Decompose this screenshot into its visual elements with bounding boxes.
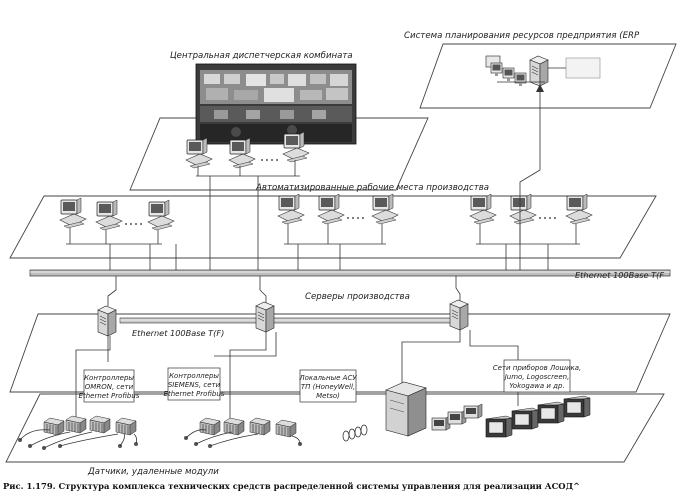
box-text: Контроллеры xyxy=(169,372,219,380)
erp-plane xyxy=(419,43,677,109)
control-room-photo xyxy=(195,63,357,145)
controller-module xyxy=(275,419,297,438)
controller-module xyxy=(43,417,65,436)
workstation-pc xyxy=(277,193,305,225)
erp-peripheral xyxy=(565,57,601,79)
erp-monitor xyxy=(490,62,503,77)
box-text: Контроллеры xyxy=(84,374,134,382)
controller-module xyxy=(249,417,271,436)
controller-module xyxy=(115,417,137,436)
servers-label: Серверы производства xyxy=(305,292,410,302)
box-text: Metso) xyxy=(316,392,340,400)
workstation-pc xyxy=(147,199,175,231)
box-text: Yokogawa и др. xyxy=(509,382,564,390)
field-instrument xyxy=(447,409,467,425)
box-text: Ethernet Profibus xyxy=(79,392,140,400)
local-acs-box: Локальные АСУ ТП (HoneyWell, Metso) xyxy=(298,369,357,403)
erp-monitor xyxy=(514,72,527,87)
server-plane xyxy=(9,299,671,420)
devices-box: Сети приборов Лошика, Jumo, Logoscreen, … xyxy=(493,359,582,393)
erp-server xyxy=(529,55,549,87)
recorder xyxy=(563,395,591,418)
ethernet-local-bus xyxy=(119,317,461,324)
workstation-pc xyxy=(509,193,537,225)
recorder xyxy=(485,415,513,438)
workstation-pc xyxy=(371,193,399,225)
box-text: Сети приборов Лошика, xyxy=(493,364,582,372)
ethernet-main-label: Ethernet 100Base T(F xyxy=(575,270,664,280)
box-text: Jumo, Logoscreen, xyxy=(503,373,570,381)
siemens-box: Контроллеры SIEMENS, сети Ethernet Profi… xyxy=(164,367,225,401)
controller-module xyxy=(199,417,221,436)
workstation-pc xyxy=(59,197,87,229)
workstation-pc xyxy=(565,193,593,225)
local-acs-cabinet xyxy=(385,381,427,437)
production-server xyxy=(449,299,469,331)
controller-module xyxy=(223,417,245,436)
controller-module xyxy=(65,415,87,434)
dispatch-label: Центральная диспетчерская комбината xyxy=(170,51,353,61)
box-text: SIEMENS, сети xyxy=(168,381,221,389)
field-plane xyxy=(5,381,665,463)
workstations-label: Автоматизированные рабочие места произво… xyxy=(255,183,489,193)
production-server xyxy=(255,301,275,333)
sensors-label: Датчики, удаленные модули xyxy=(87,467,219,477)
box-text: ТП (HoneyWell, xyxy=(301,383,355,391)
recorder xyxy=(537,401,565,424)
box-text: Локальные АСУ xyxy=(298,374,357,382)
production-server xyxy=(97,305,117,337)
server-drops xyxy=(107,276,461,306)
dispatch-plane xyxy=(129,63,429,191)
workstation-pc xyxy=(317,193,345,225)
workstation-plane xyxy=(9,193,657,259)
workstation-pc xyxy=(95,199,123,231)
interconnect-wiring xyxy=(109,84,549,272)
omron-box: Контроллеры OMRON, сети Ethernet Profibu… xyxy=(79,369,140,403)
recorder xyxy=(511,407,539,430)
field-instrument xyxy=(431,415,451,431)
controller-module xyxy=(89,415,111,434)
box-text: OMRON, сети xyxy=(85,383,134,391)
ethernet-local-label: Ethernet 100Base T(F) xyxy=(132,328,224,338)
cable-coil xyxy=(342,424,368,442)
erp-label: Система планирования ресурсов предприяти… xyxy=(404,31,640,41)
figure-caption: Рис. 1.179. Структура комплекса техничес… xyxy=(3,481,580,491)
erp-monitor xyxy=(502,67,515,82)
ethernet-main-bus xyxy=(29,269,671,277)
workstation-pc xyxy=(469,193,497,225)
field-instrument xyxy=(463,403,483,419)
box-text: Ethernet Profibus xyxy=(164,390,225,398)
